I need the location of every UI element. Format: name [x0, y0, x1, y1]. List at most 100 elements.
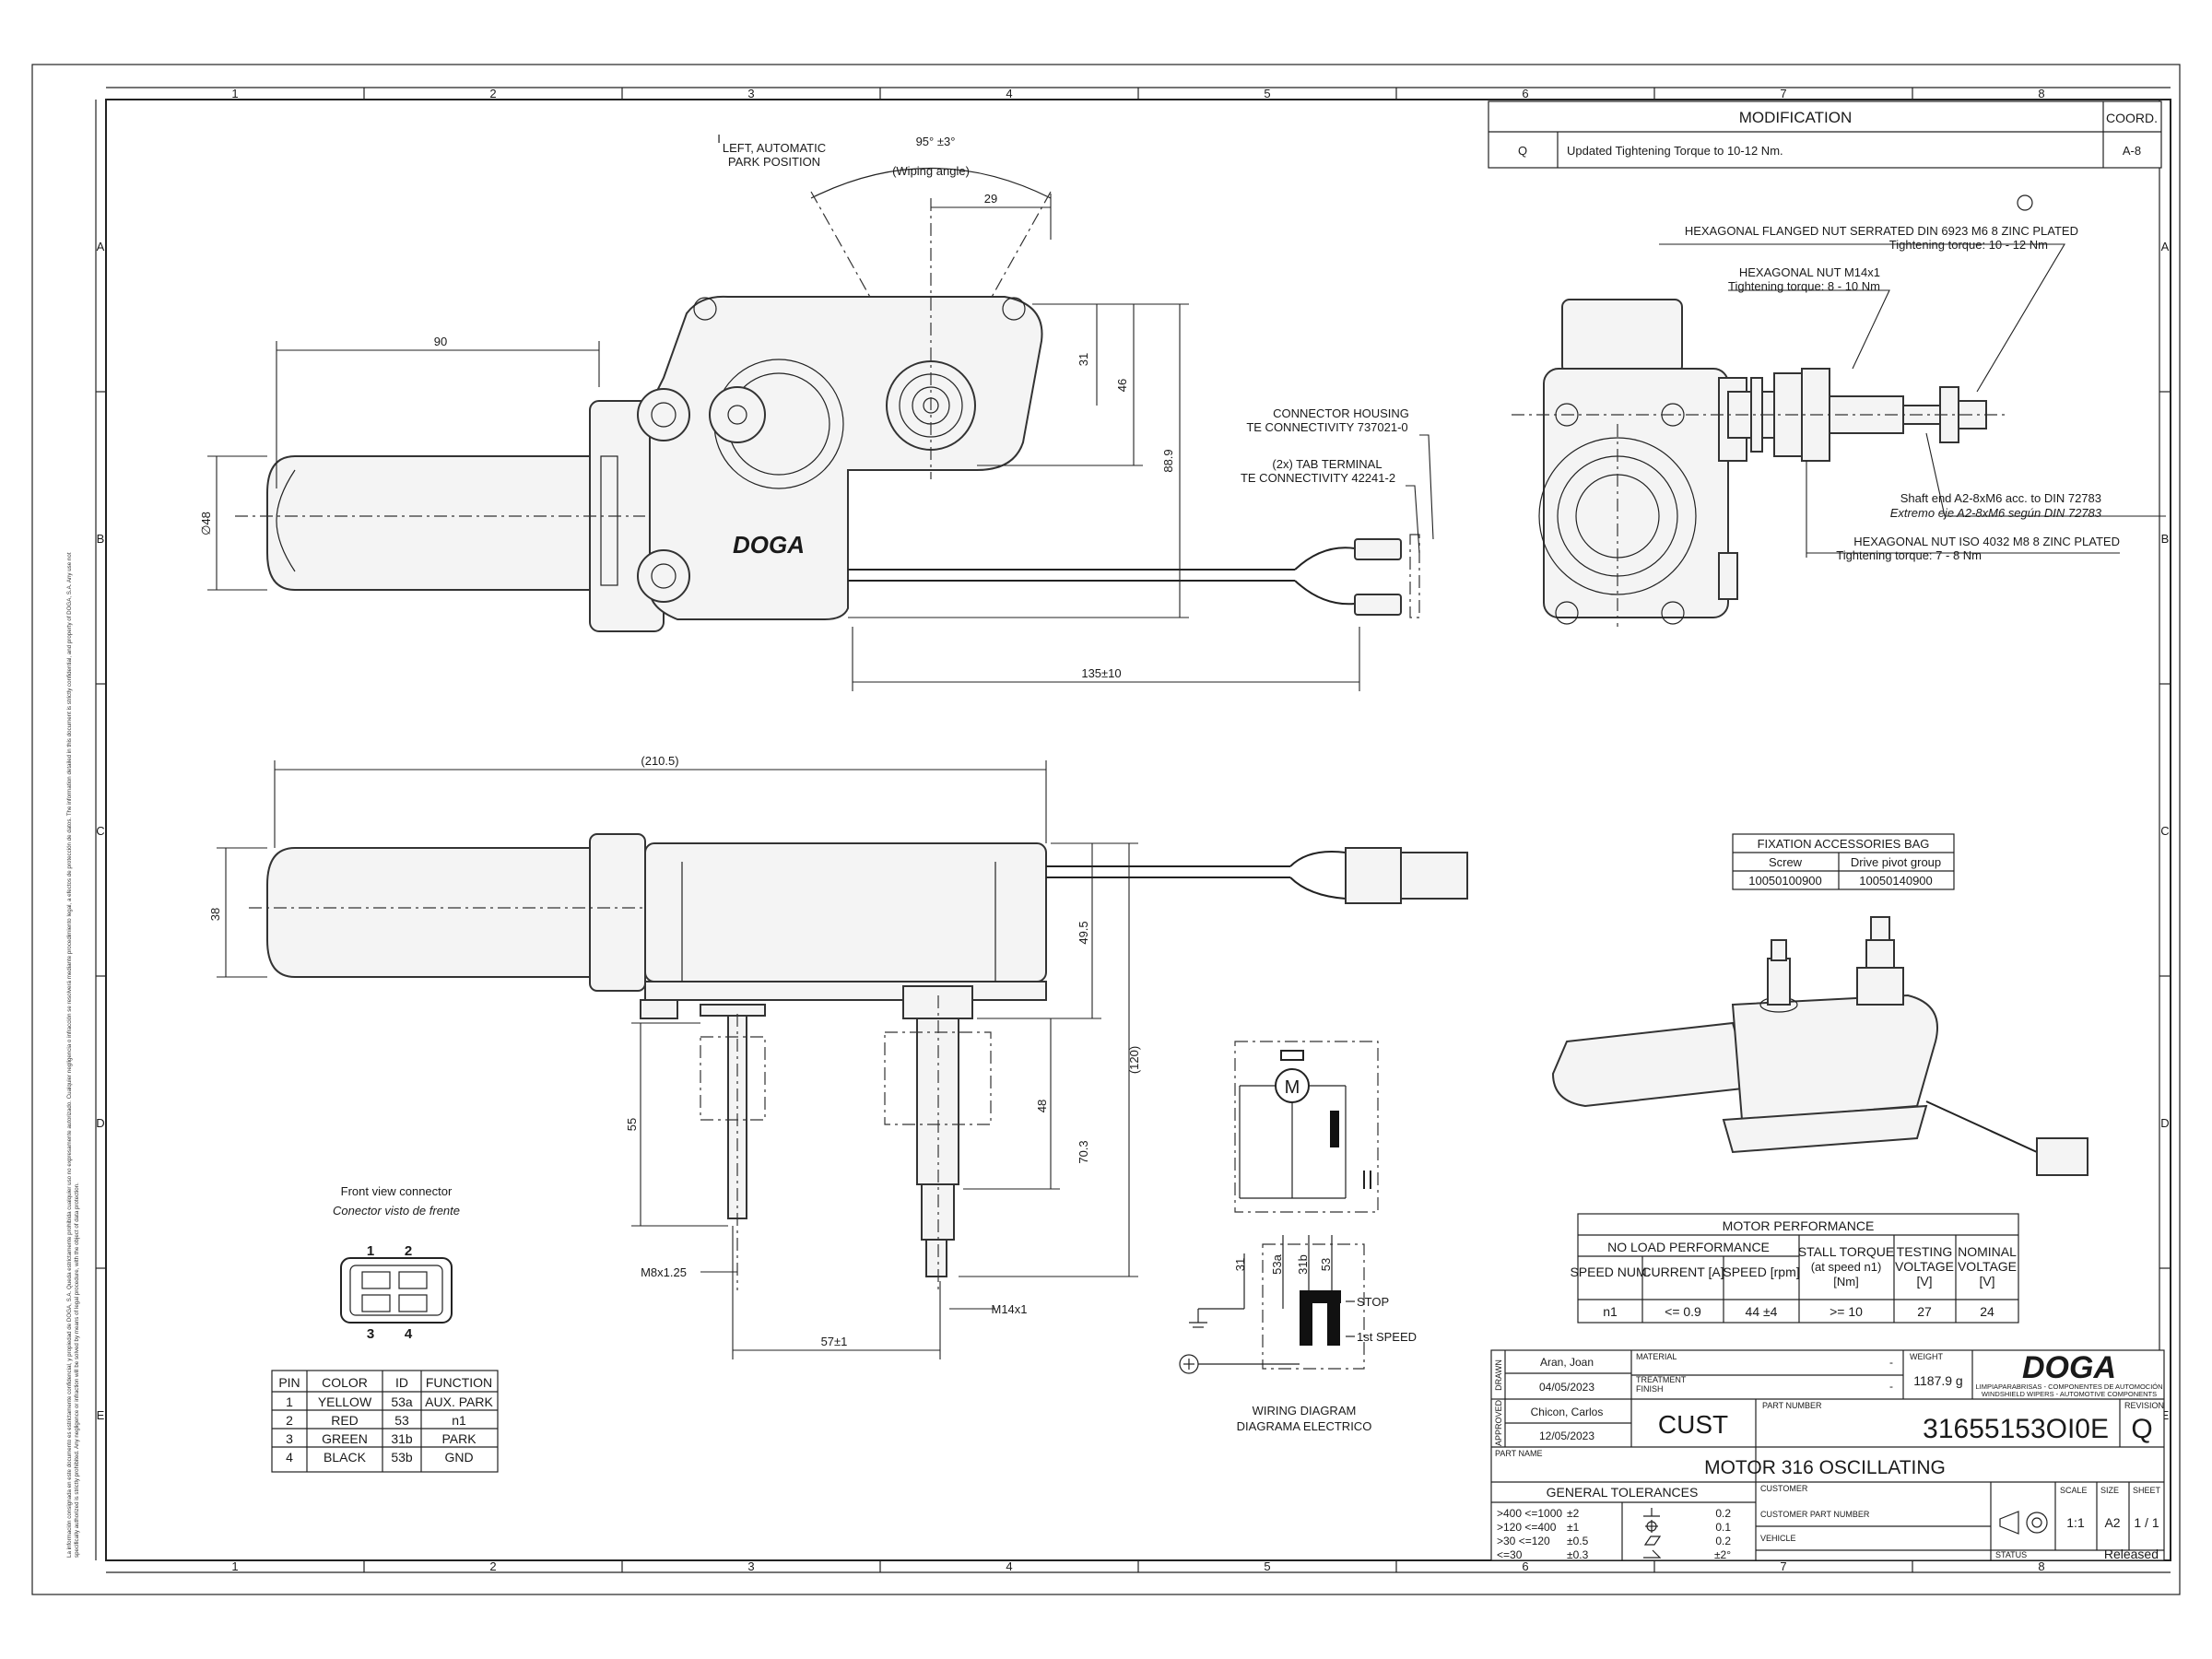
perf-header-nominal-1: NOMINAL: [1958, 1244, 2017, 1259]
sheet-label: SHEET: [2133, 1486, 2161, 1495]
connector-housing-line1: CONNECTOR HOUSING: [1273, 406, 1409, 420]
side-housing: [1543, 368, 1729, 618]
frame-column-ticks: [96, 88, 2171, 1572]
col-label-bottom: 5: [1264, 1559, 1270, 1573]
col-label-top: 7: [1780, 87, 1786, 100]
perf-header-testing-3: [V]: [1916, 1274, 1932, 1288]
tab-terminal: [1354, 538, 1402, 560]
fixation-value-screw: 10050100900: [1748, 874, 1822, 888]
col-label-top: 5: [1264, 87, 1270, 100]
modification-text: Updated Tightening Torque to 10-12 Nm.: [1567, 144, 1783, 158]
no-load-header: NO LOAD PERFORMANCE: [1607, 1240, 1770, 1254]
part-name: MOTOR 316 OSCILLATING: [1704, 1457, 1946, 1478]
tolerance-value: ±2: [1567, 1507, 1580, 1520]
perf-value: n1: [1603, 1304, 1618, 1319]
finish-label: FINISH: [1636, 1384, 1664, 1394]
dim-38: 38: [208, 908, 222, 921]
pin-cell: 2: [286, 1413, 293, 1428]
customer-label: CUSTOMER: [1760, 1484, 1808, 1493]
tolerance-range: >400 <=1000: [1497, 1507, 1562, 1520]
tolerance-value: ±1: [1567, 1521, 1580, 1534]
col-label-top: 3: [747, 87, 754, 100]
perf-value: 24: [1980, 1304, 1994, 1319]
dim-48-front: 48: [1035, 1100, 1049, 1112]
status-label: STATUS: [1995, 1550, 2027, 1559]
geo-tolerance-value: 0.2: [1715, 1507, 1731, 1520]
isometric-view: [1551, 916, 2088, 1176]
nut3-torque: Tightening torque: 7 - 8 Nm: [1836, 548, 1982, 562]
connector-caption-en: Front view connector: [341, 1184, 453, 1198]
row-label-right: B: [2161, 532, 2170, 546]
customer-part-label: CUSTOMER PART NUMBER: [1760, 1510, 1870, 1519]
side-view-drawing: HEXAGONAL FLANGED NUT SERRATED DIN 6923 …: [1512, 194, 2166, 627]
approved-by: Chicon, Carlos: [1531, 1406, 1604, 1418]
motor-letter: M: [1285, 1077, 1300, 1098]
pin-cell: n1: [452, 1413, 466, 1428]
first-speed-label: 1st SPEED: [1357, 1330, 1417, 1344]
tolerance-range: <=30: [1497, 1548, 1523, 1561]
dim-46: 46: [1115, 379, 1129, 392]
nut1-torque: Tightening torque: 10 - 12 Nm: [1889, 238, 2048, 252]
dim-29: 29: [984, 192, 997, 206]
dim-90: 90: [434, 335, 447, 348]
perf-header-nominal-3: [V]: [1979, 1274, 1994, 1288]
perf-header-speed-num: SPEED NUM.: [1570, 1265, 1650, 1279]
perf-header-nominal-2: VOLTAGE: [1958, 1259, 2017, 1274]
row-label-right: C: [2160, 824, 2169, 838]
dim-88-9: 88.9: [1161, 449, 1175, 472]
dim-135: 135±10: [1081, 666, 1121, 680]
row-label-right: D: [2160, 1116, 2169, 1130]
pin-cell: 3: [286, 1431, 293, 1446]
doga-logo-sub-es: LIMPIAPARABRISAS - COMPONENTES DE AUTOMO…: [1975, 1382, 2162, 1391]
fixation-title: FIXATION ACCESSORIES BAG: [1758, 837, 1930, 851]
confidentiality-note: La información consignada en este docume…: [66, 552, 80, 1558]
weight-value: 1187.9 g: [1913, 1373, 1962, 1388]
frame-row-labels: A B C D E A B C D E: [96, 240, 2169, 1422]
pin-cell: RED: [331, 1413, 359, 1428]
pin-number: 1: [367, 1243, 374, 1259]
dim-m14: M14x1: [991, 1302, 1027, 1316]
front-connector: [1345, 847, 1402, 904]
col-label-bottom: 7: [1780, 1559, 1786, 1573]
wiping-angle-arc: [810, 168, 1052, 199]
pin-cell: BLACK: [324, 1450, 367, 1465]
treatment-value: -: [1889, 1380, 1893, 1393]
revision-label: REVISION: [2124, 1401, 2164, 1410]
weight-label: WEIGHT: [1910, 1352, 1943, 1361]
col-label-bottom: 2: [489, 1559, 496, 1573]
pin-cell: PARK: [441, 1431, 477, 1446]
pin-header: COLOR: [322, 1375, 368, 1390]
material-label: MATERIAL: [1636, 1352, 1677, 1361]
wiring-caption-es: DIAGRAMA ELECTRICO: [1237, 1419, 1372, 1433]
approved-date: 12/05/2023: [1539, 1430, 1594, 1442]
status-value: Released: [2104, 1547, 2159, 1561]
doga-logo-sub-en: WINDSHIELD WIPERS - AUTOMOTIVE COMPONENT…: [1982, 1390, 2157, 1398]
perf-header-testing-1: TESTING: [1897, 1244, 1953, 1259]
terminal-31b: 31b: [1296, 1254, 1310, 1275]
row-label-left: B: [97, 532, 105, 546]
connector-outline: [1409, 534, 1420, 618]
gearbox-housing: [649, 295, 1043, 620]
col-label-bottom: 3: [747, 1559, 754, 1573]
fixation-accessories-table: FIXATION ACCESSORIES BAG Screw Drive piv…: [1732, 833, 1955, 890]
nut3-title: HEXAGONAL NUT ISO 4032 M8 8 ZINC PLATED: [1853, 535, 2120, 548]
col-label-bottom: 8: [2038, 1559, 2044, 1573]
pin-number: 2: [405, 1243, 412, 1259]
shaft-spec-es: Extremo eje A2-8xM6 según DIN 72783: [1890, 506, 2102, 520]
pin-cell: AUX. PARK: [425, 1394, 493, 1409]
vehicle-label: VEHICLE: [1760, 1534, 1796, 1543]
revision-value: Q: [2131, 1414, 2152, 1444]
performance-title: MOTOR PERFORMANCE: [1723, 1218, 1875, 1233]
tolerance-value: ±0.5: [1567, 1535, 1589, 1547]
terminal-53a: 53a: [1270, 1253, 1284, 1274]
part-number-label: PART NUMBER: [1762, 1401, 1822, 1410]
iso-connector: [2036, 1137, 2088, 1176]
material-value: -: [1889, 1356, 1893, 1369]
modification-header: MODIFICATION: [1739, 109, 1852, 126]
fixation-header-screw: Screw: [1769, 855, 1803, 869]
modification-table: MODIFICATION COORD. Q Updated Tightening…: [1488, 100, 2162, 169]
col-label-top: 2: [489, 87, 496, 100]
row-label-left: D: [96, 1116, 104, 1130]
pin-cell: 53a: [391, 1394, 413, 1409]
